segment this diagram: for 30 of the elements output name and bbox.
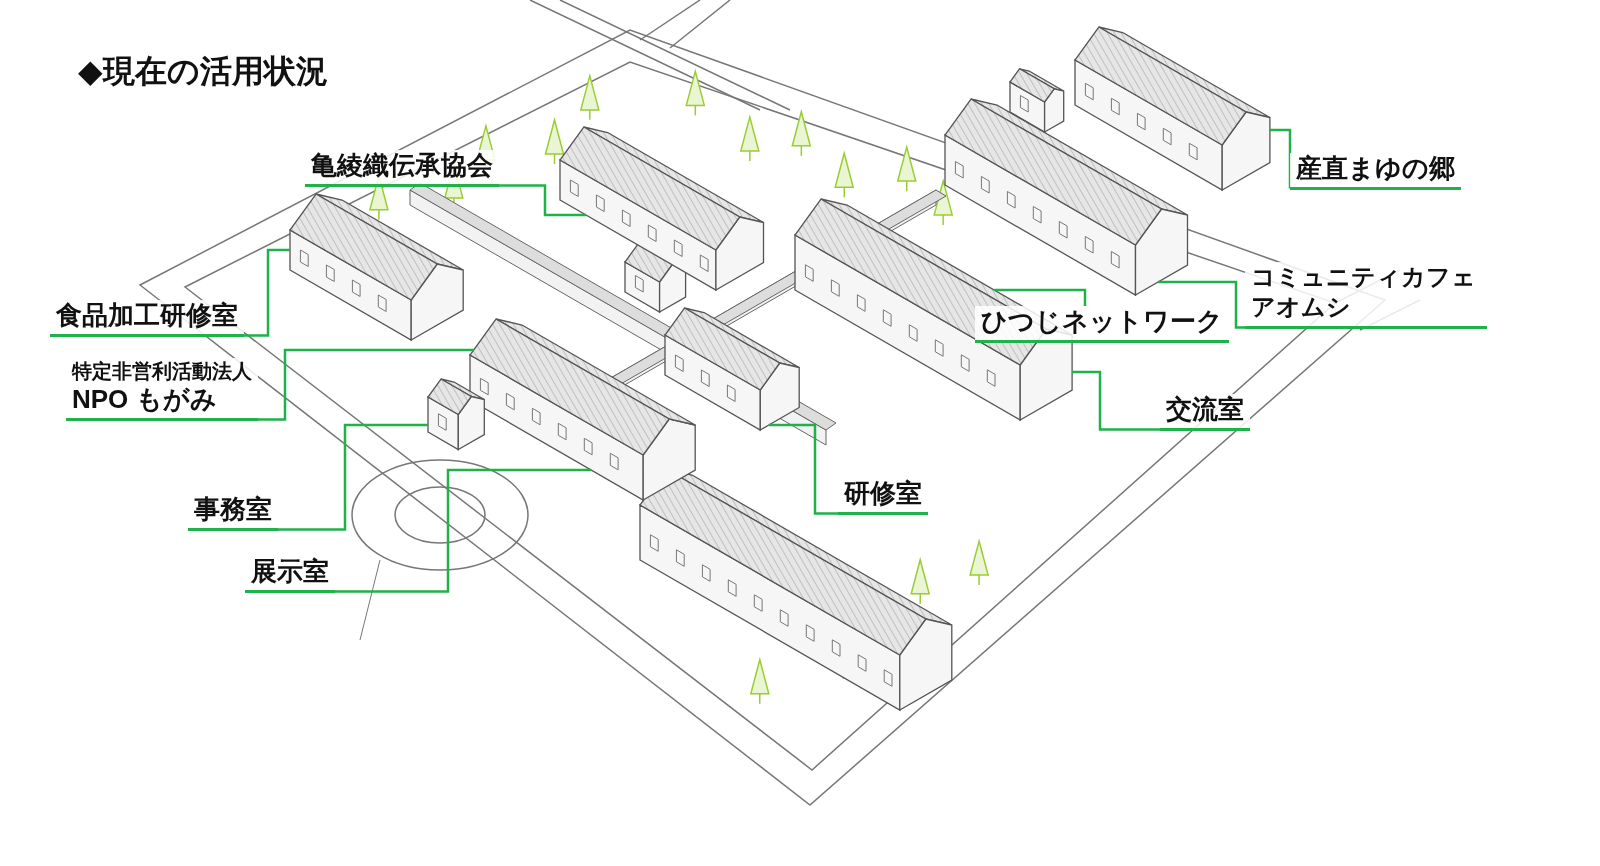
leader-line (1072, 370, 1160, 431)
building-drawing (944, 98, 1189, 297)
place-label: ひつじネットワーク (975, 306, 1229, 343)
leader-line (994, 288, 1087, 306)
building-roof (469, 318, 696, 456)
place-label: 事務室 (188, 494, 278, 531)
organization-type-text: 特定非営利活動法人 (72, 359, 252, 384)
building-drawing (1074, 26, 1271, 192)
leader-line (768, 423, 838, 515)
building-drawing (559, 126, 765, 292)
building-drawing (427, 378, 485, 451)
leader-line (244, 248, 290, 337)
leader-line (1158, 280, 1245, 329)
leader-line (335, 468, 592, 593)
building-drawing (289, 193, 464, 342)
leader-line (499, 184, 586, 217)
place-label: 交流室 (1160, 394, 1250, 431)
building-drawing (664, 307, 800, 432)
title: ◆現在の活用状況 (78, 52, 328, 91)
place-label: NPO もがみ (72, 384, 218, 414)
place-label: 亀綾織伝承協会 (305, 150, 499, 187)
place-label: 展示室 (245, 556, 335, 593)
place-label: 研修室 (838, 478, 928, 515)
leader-line (278, 423, 428, 531)
place-label: 食品加工研修室 (50, 300, 244, 337)
place-label: 産直まゆの郷 (1290, 153, 1461, 190)
building-wall (469, 353, 696, 502)
leader-line (258, 348, 474, 421)
place-label: コミュニティカフェアオムシ (1245, 262, 1488, 329)
leader-line (1269, 128, 1292, 190)
